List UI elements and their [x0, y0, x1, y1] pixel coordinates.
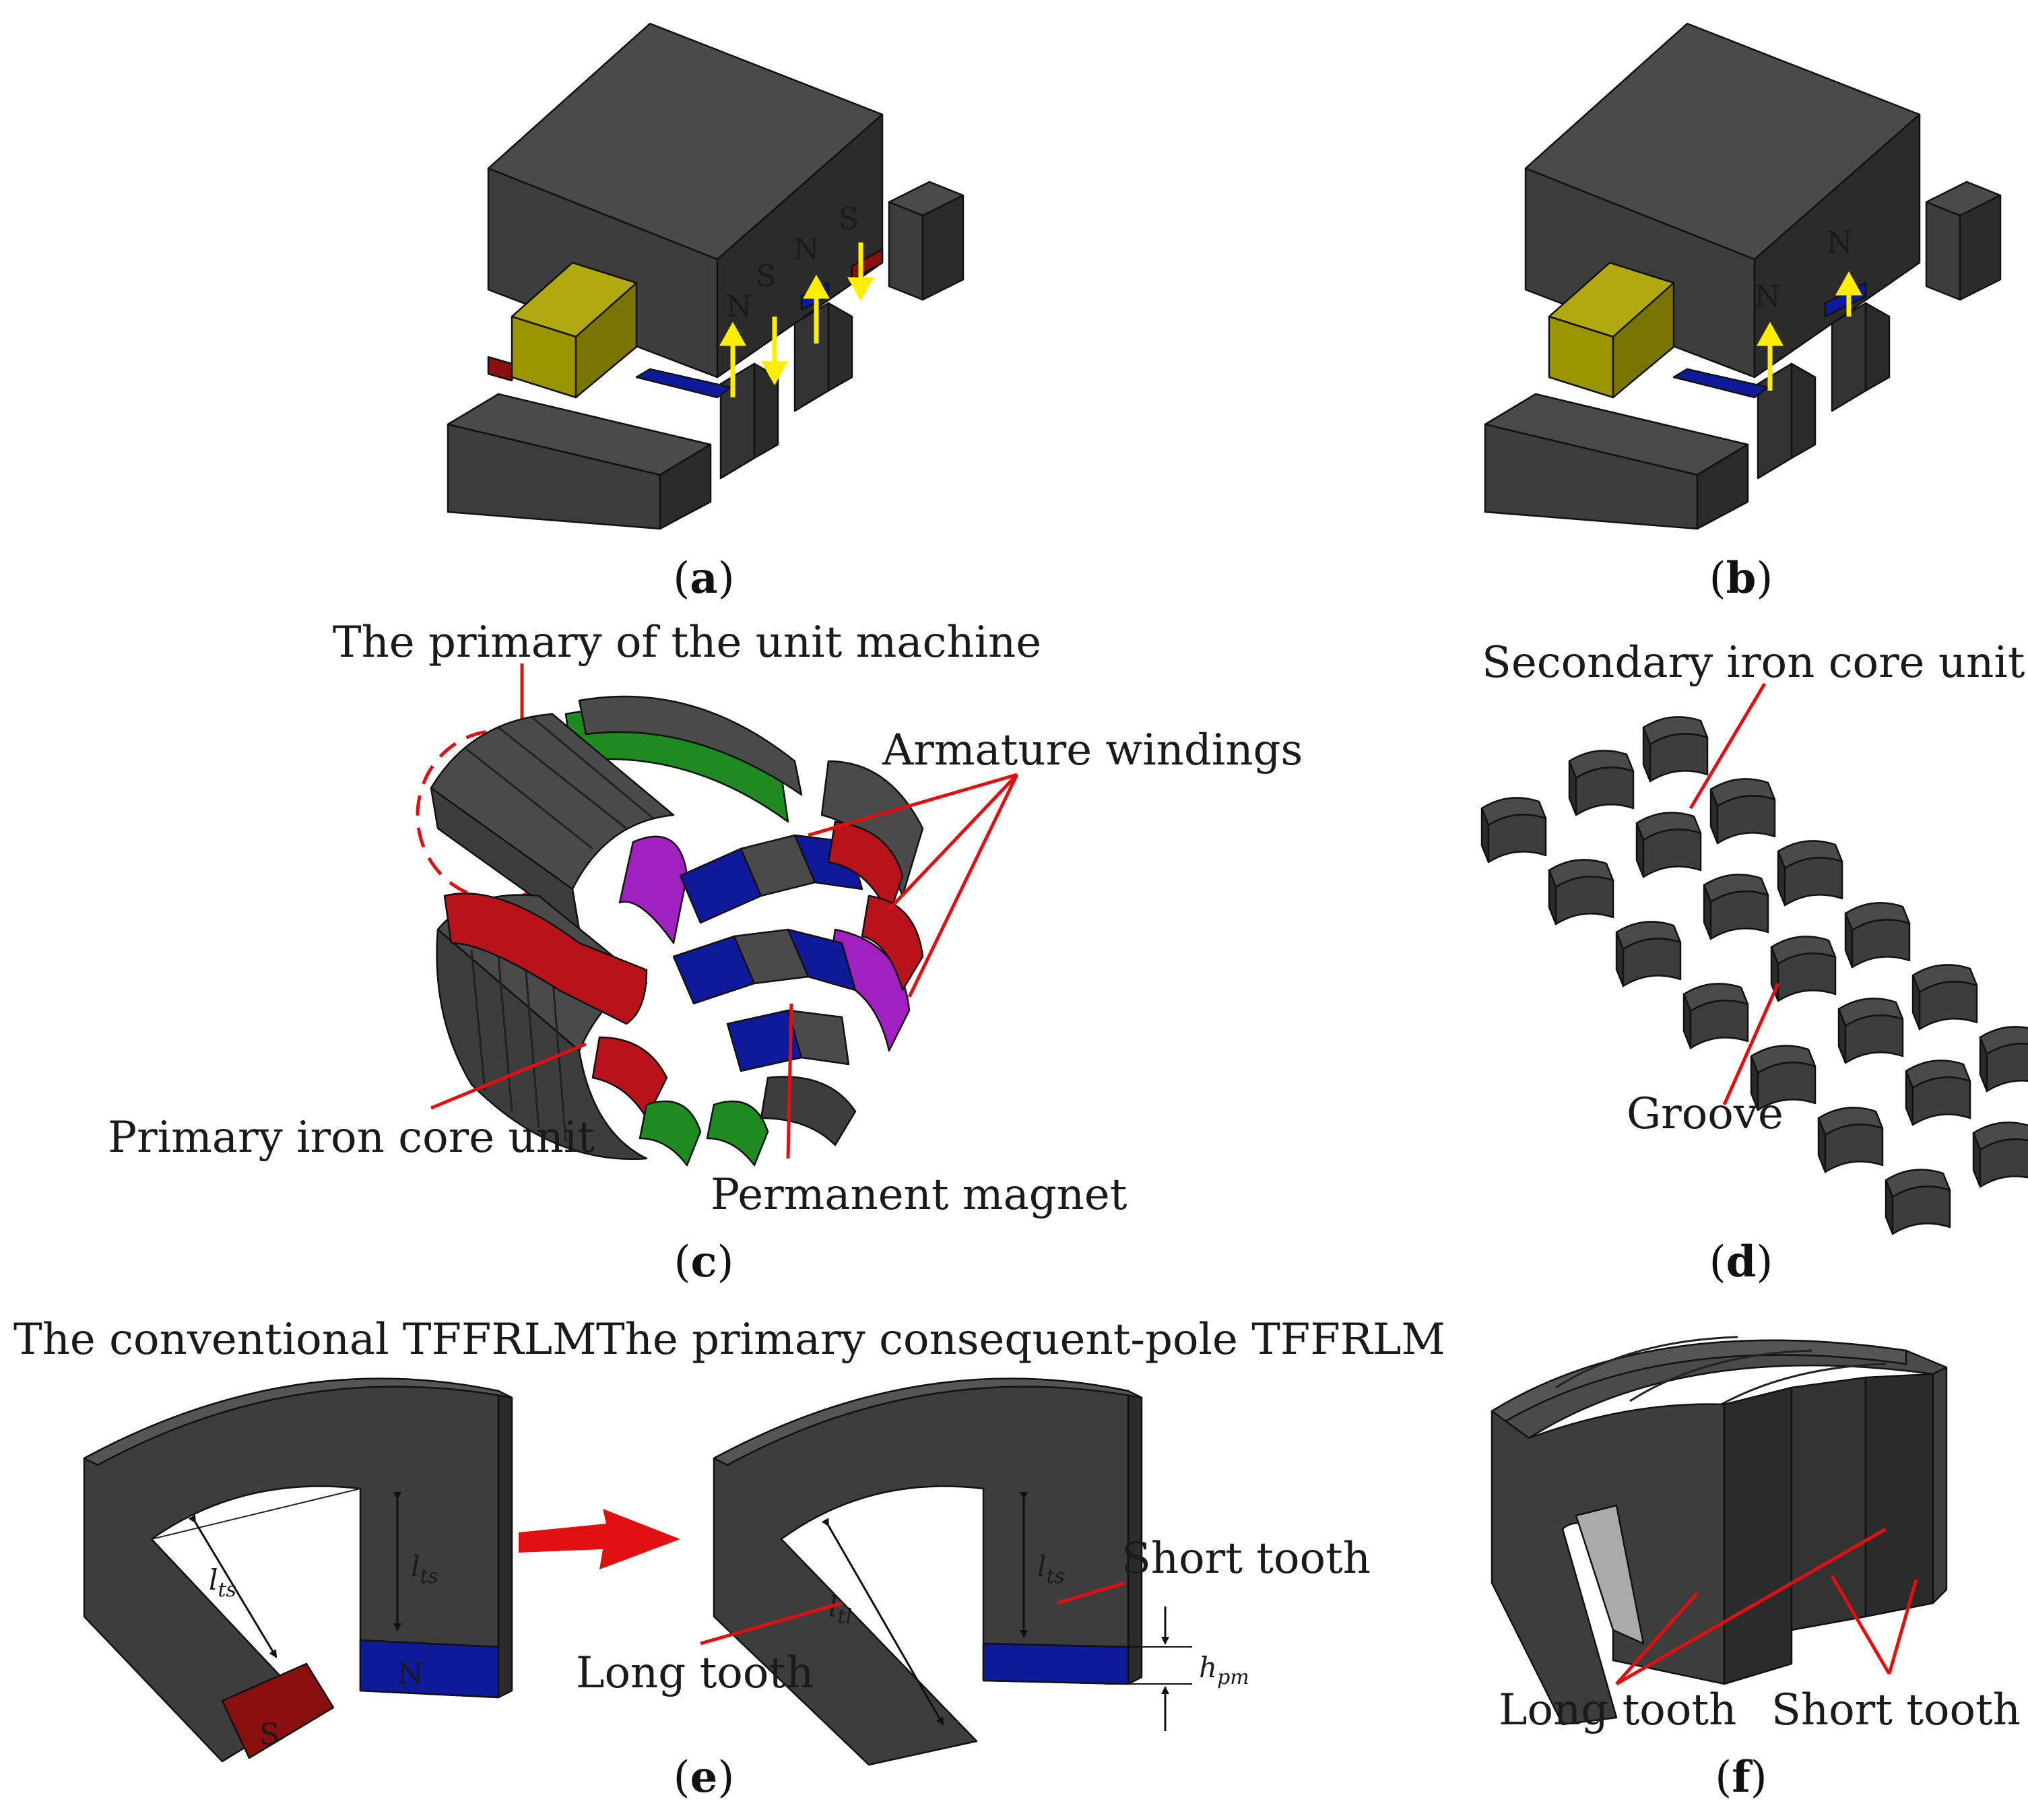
label-short-tooth-f: Short tooth: [1771, 1685, 2021, 1735]
label-short-tooth-e: Short tooth: [1121, 1534, 1371, 1584]
secondary-block-face: [1709, 890, 1769, 940]
secondary-iron-blocks: [1480, 716, 2028, 1235]
secondary-block-face: [1777, 952, 1837, 1002]
label-primary-iron-core: Primary iron core unit: [108, 1113, 595, 1163]
secondary-block-face: [1918, 981, 1978, 1031]
pole-label: N: [1827, 226, 1853, 260]
flux-arrows-a: [719, 242, 874, 397]
title-conventional: The conventional TFFRLM: [13, 1315, 597, 1365]
secondary-block-face: [1844, 1014, 1904, 1064]
secondary-block-face: [1986, 1043, 2028, 1093]
dim-ltl: ltl: [828, 1590, 852, 1629]
caption-c: (c): [674, 1237, 734, 1287]
secondary-block-face: [1487, 814, 1547, 864]
dim-lts-left: lts: [209, 1563, 236, 1602]
caption-f: (f): [1715, 1752, 1767, 1802]
caption-e: (e): [674, 1752, 735, 1802]
dim-lts-cp: lts: [1037, 1550, 1065, 1588]
label-long-tooth-e: Long tooth: [576, 1648, 814, 1698]
leaders-f: [1615, 1527, 1918, 1686]
panel-e-core-comparison: The conventional TFFRLM The primary cons…: [13, 1315, 1445, 1802]
pole-label: N: [793, 232, 820, 267]
caption-b: (b): [1709, 553, 1773, 604]
secondary-block-face: [1689, 1000, 1749, 1049]
dim-lts-right: lts: [411, 1550, 438, 1588]
secondary-block-face: [1716, 795, 1776, 845]
leaders-e: [700, 1581, 1125, 1646]
label-armature-windings: Armature windings: [882, 725, 1303, 775]
leaders-c: [430, 773, 1019, 1159]
panel-a-conventional-model: N S N S (a): [447, 22, 964, 604]
secondary-block-face: [1891, 1185, 1951, 1235]
pole-label: N: [1755, 280, 1781, 314]
center-magnets: [672, 834, 863, 1072]
panel-f-tooth-structure: Long tooth Short tooth (f): [1491, 1336, 2021, 1802]
title-consequent-pole: The primary consequent-pole TFFRLM: [596, 1315, 1445, 1365]
pole-label: S: [839, 202, 859, 236]
pole-N: N: [397, 1657, 424, 1691]
secondary-block-face: [1649, 733, 1709, 783]
secondary-block-face: [1851, 919, 1911, 969]
secondary-block-face: [1555, 876, 1614, 925]
transform-arrow: [519, 1509, 680, 1569]
label-permanent-magnet: Permanent magnet: [711, 1170, 1127, 1220]
leaders-d: [1689, 682, 1780, 1106]
pole-label: S: [756, 259, 776, 294]
panel-b-consequent-pole-model: N N (b): [1484, 22, 2002, 604]
pole-label: N: [726, 290, 752, 324]
caption-d: (d): [1709, 1237, 1773, 1287]
dim-hpm: hpm: [1199, 1651, 1249, 1689]
panel-d-secondary: Secondary iron core unit Groove (d): [1480, 638, 2028, 1287]
label-long-tooth-f: Long tooth: [1499, 1685, 1736, 1735]
label-groove: Groove: [1627, 1089, 1784, 1139]
label-secondary-core: Secondary iron core unit: [1482, 638, 2025, 688]
secondary-block-face: [1575, 767, 1635, 816]
secondary-block-face: [1622, 938, 1682, 987]
secondary-block-face: [1911, 1076, 1971, 1126]
secondary-block-face: [1824, 1124, 1884, 1173]
secondary-block-face: [1757, 1062, 1817, 1111]
flux-arrows-b: [1757, 271, 1862, 391]
caption-a: (a): [673, 553, 734, 604]
panel-c-assembly: The primary of the unit machine Armature…: [108, 618, 1303, 1287]
secondary-block-face: [1784, 857, 1843, 907]
secondary-block-face: [1642, 828, 1702, 878]
label-primary-unit: The primary of the unit machine: [333, 618, 1041, 668]
secondary-block-face: [1979, 1138, 2028, 1188]
pole-S: S: [259, 1718, 280, 1752]
